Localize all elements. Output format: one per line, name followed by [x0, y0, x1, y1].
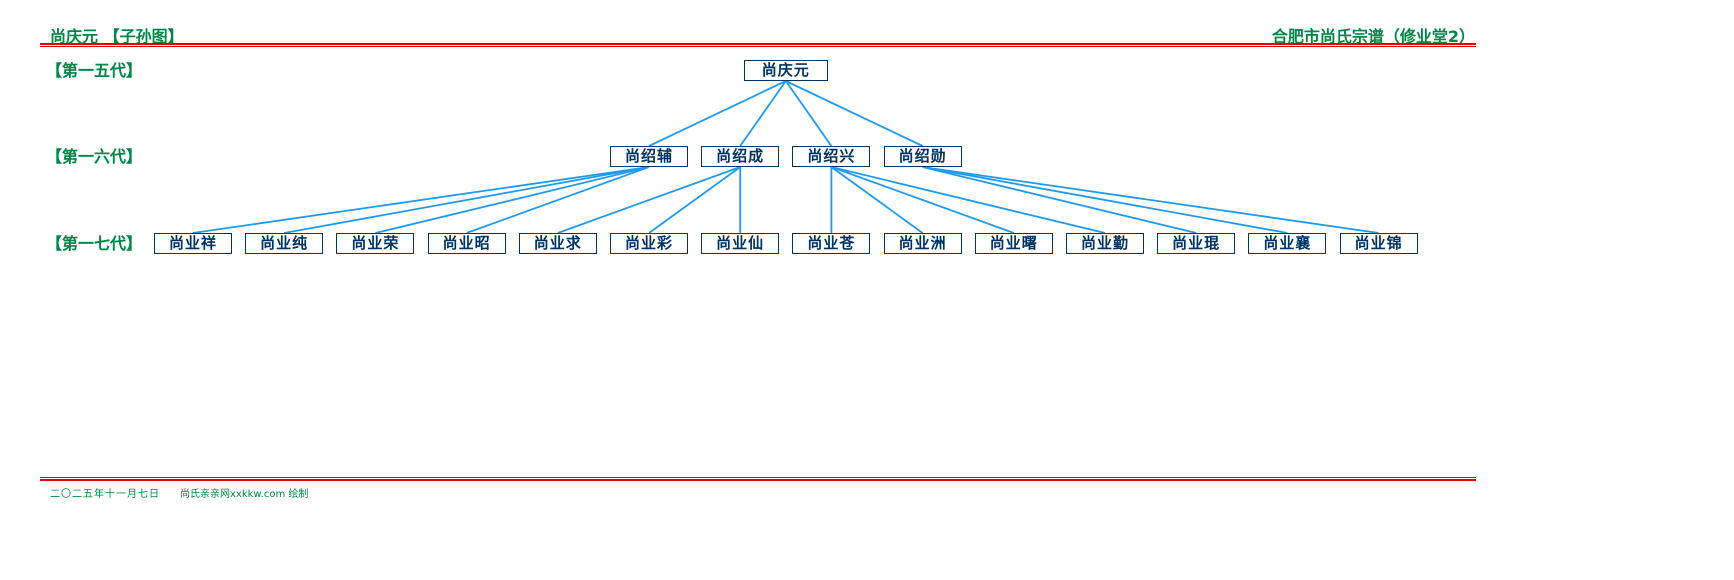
person-node[interactable]: 尚业求 — [518, 233, 597, 254]
person-node[interactable]: 尚业锦 — [1339, 233, 1418, 254]
footer-credit: 尚氏亲亲网xxkkw.com 绘制 — [180, 489, 309, 500]
person-node[interactable]: 尚业琨 — [1157, 233, 1236, 254]
footer-rule-bottom — [40, 479, 1476, 481]
person-node[interactable]: 尚业彩 — [610, 233, 688, 254]
person-node[interactable]: 尚绍成 — [701, 146, 780, 167]
person-node[interactable]: 尚业昭 — [427, 233, 506, 254]
person-node[interactable]: 尚业襄 — [1248, 233, 1327, 254]
person-node[interactable]: 尚业纯 — [245, 233, 324, 254]
person-node[interactable]: 尚业勤 — [1066, 233, 1144, 254]
person-node[interactable]: 尚业祥 — [154, 233, 232, 254]
page-title: 尚庆元 【子孙图】 — [50, 27, 184, 46]
person-node[interactable]: 尚业荣 — [336, 233, 415, 254]
footer-date: 二〇二五年十一月七日 — [50, 489, 160, 500]
person-node[interactable]: 尚业苍 — [792, 233, 871, 254]
person-node[interactable]: 尚绍勋 — [883, 146, 962, 167]
person-node[interactable]: 尚绍辅 — [610, 146, 688, 167]
person-node[interactable]: 尚庆元 — [743, 60, 828, 81]
person-node[interactable]: 尚业洲 — [883, 233, 962, 254]
person-node[interactable]: 尚绍兴 — [792, 146, 871, 167]
generation-label-16: 【第一六代】 — [46, 147, 143, 166]
header-rule-bottom — [40, 46, 1476, 47]
header-rule-top — [40, 43, 1476, 45]
generation-label-15: 【第一五代】 — [46, 61, 143, 80]
person-node[interactable]: 尚业仙 — [701, 233, 780, 254]
generation-label-17: 【第一七代】 — [46, 234, 143, 253]
book-title: 合肥市尚氏宗谱（修业堂2） — [1271, 27, 1475, 46]
person-node[interactable]: 尚业曙 — [974, 233, 1053, 254]
footer-rule-top — [40, 477, 1476, 478]
